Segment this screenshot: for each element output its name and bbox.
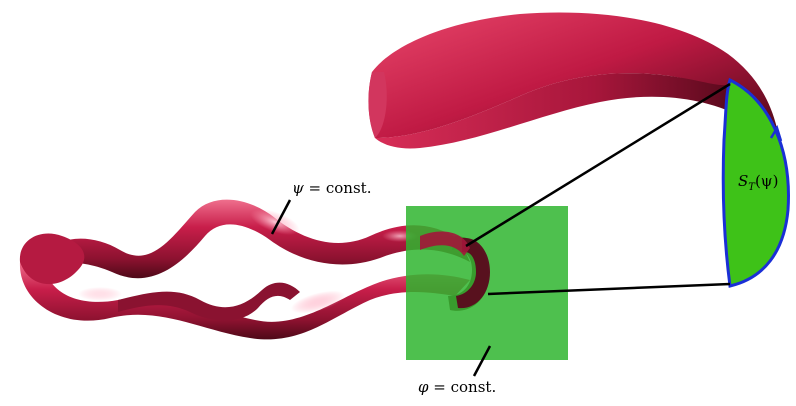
tube-cross-ring	[456, 237, 490, 309]
tube-left-end	[19, 233, 85, 285]
arc-body	[368, 12, 782, 161]
boundary-orientation-arrow	[769, 124, 783, 142]
tube-twist-fold	[118, 282, 300, 321]
arc-left-cap	[368, 72, 387, 138]
cross-section-region	[721, 77, 790, 288]
psi-label: ψ = const.	[292, 179, 371, 197]
phi-leader-line	[472, 345, 492, 377]
projection-line-lower	[487, 282, 731, 296]
tube-ring-front	[420, 231, 470, 256]
magnified-tube-arc	[368, 12, 782, 161]
psi-leader-line	[270, 199, 292, 235]
projection-line-upper	[465, 82, 731, 248]
twisted-flux-tube	[19, 199, 489, 340]
tube-lower-strand	[19, 262, 470, 340]
cross-section-label: ST(ψ)	[738, 172, 778, 193]
phi-label: φ = const.	[418, 378, 496, 396]
tube-upper-strand	[45, 199, 470, 279]
arc-inner-face	[375, 73, 740, 149]
